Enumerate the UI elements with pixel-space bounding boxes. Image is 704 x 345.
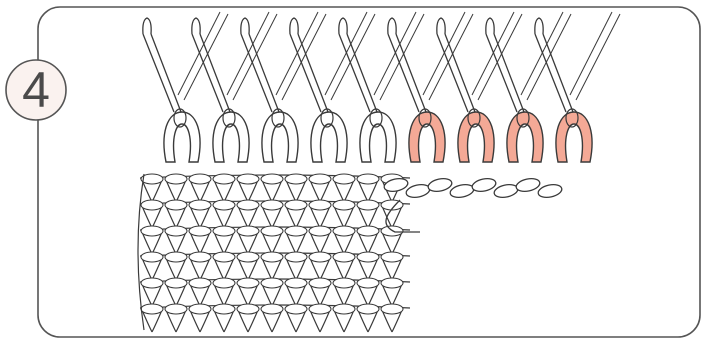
stitch-head <box>333 226 355 236</box>
stitch-head <box>213 252 235 262</box>
stitch-head <box>381 304 403 314</box>
stitch-head <box>237 304 259 314</box>
stitch-head <box>357 252 379 262</box>
stitch-head <box>141 304 163 314</box>
stitch-head <box>213 200 235 210</box>
stitch-head <box>285 174 307 184</box>
stitch-head <box>285 252 307 262</box>
stitch-head <box>141 200 163 210</box>
stitch-head <box>189 278 211 288</box>
stitch-head <box>333 252 355 262</box>
stitch-head <box>357 226 379 236</box>
stitch-head <box>333 304 355 314</box>
stitch-head <box>261 252 283 262</box>
stitch-head <box>237 200 259 210</box>
stitch-head <box>213 304 235 314</box>
stitch-head <box>333 278 355 288</box>
stitch-head <box>165 226 187 236</box>
stitch-head <box>237 252 259 262</box>
stitch-head <box>381 278 403 288</box>
stitch-head <box>165 200 187 210</box>
stitch-head <box>261 174 283 184</box>
stitch-head <box>213 278 235 288</box>
stitch-head <box>261 200 283 210</box>
stitch-head <box>309 278 331 288</box>
stitch-head <box>357 200 379 210</box>
stitch-head <box>189 174 211 184</box>
stitch-head <box>141 278 163 288</box>
stitch-head <box>309 200 331 210</box>
stitch-head <box>261 226 283 236</box>
stitch-head <box>213 226 235 236</box>
stitch-head <box>285 278 307 288</box>
stitch-head <box>285 226 307 236</box>
stitch-head <box>237 226 259 236</box>
stitch-head <box>333 174 355 184</box>
stitch-head <box>333 200 355 210</box>
stitch-head <box>189 252 211 262</box>
stitch-head <box>165 252 187 262</box>
stitch-head <box>189 226 211 236</box>
stitch-head <box>357 278 379 288</box>
stitch-head <box>141 226 163 236</box>
stitch-head <box>237 174 259 184</box>
step-number: 4 <box>4 62 68 118</box>
stitch-head <box>189 200 211 210</box>
stitch-head <box>309 304 331 314</box>
stitch-head <box>189 304 211 314</box>
stitch-head <box>261 304 283 314</box>
stitch-head <box>141 252 163 262</box>
stitch-head <box>309 174 331 184</box>
stitch-head <box>165 304 187 314</box>
stitch-head <box>309 226 331 236</box>
stitch-head <box>285 304 307 314</box>
stitch-head <box>381 252 403 262</box>
stitch-head <box>165 278 187 288</box>
stitch-head <box>285 200 307 210</box>
stitch-head <box>213 174 235 184</box>
stitch-head <box>237 278 259 288</box>
stitch-head <box>165 174 187 184</box>
stitch-head <box>309 252 331 262</box>
stitch-head <box>357 304 379 314</box>
stitch-head <box>261 278 283 288</box>
stitch-head <box>357 174 379 184</box>
